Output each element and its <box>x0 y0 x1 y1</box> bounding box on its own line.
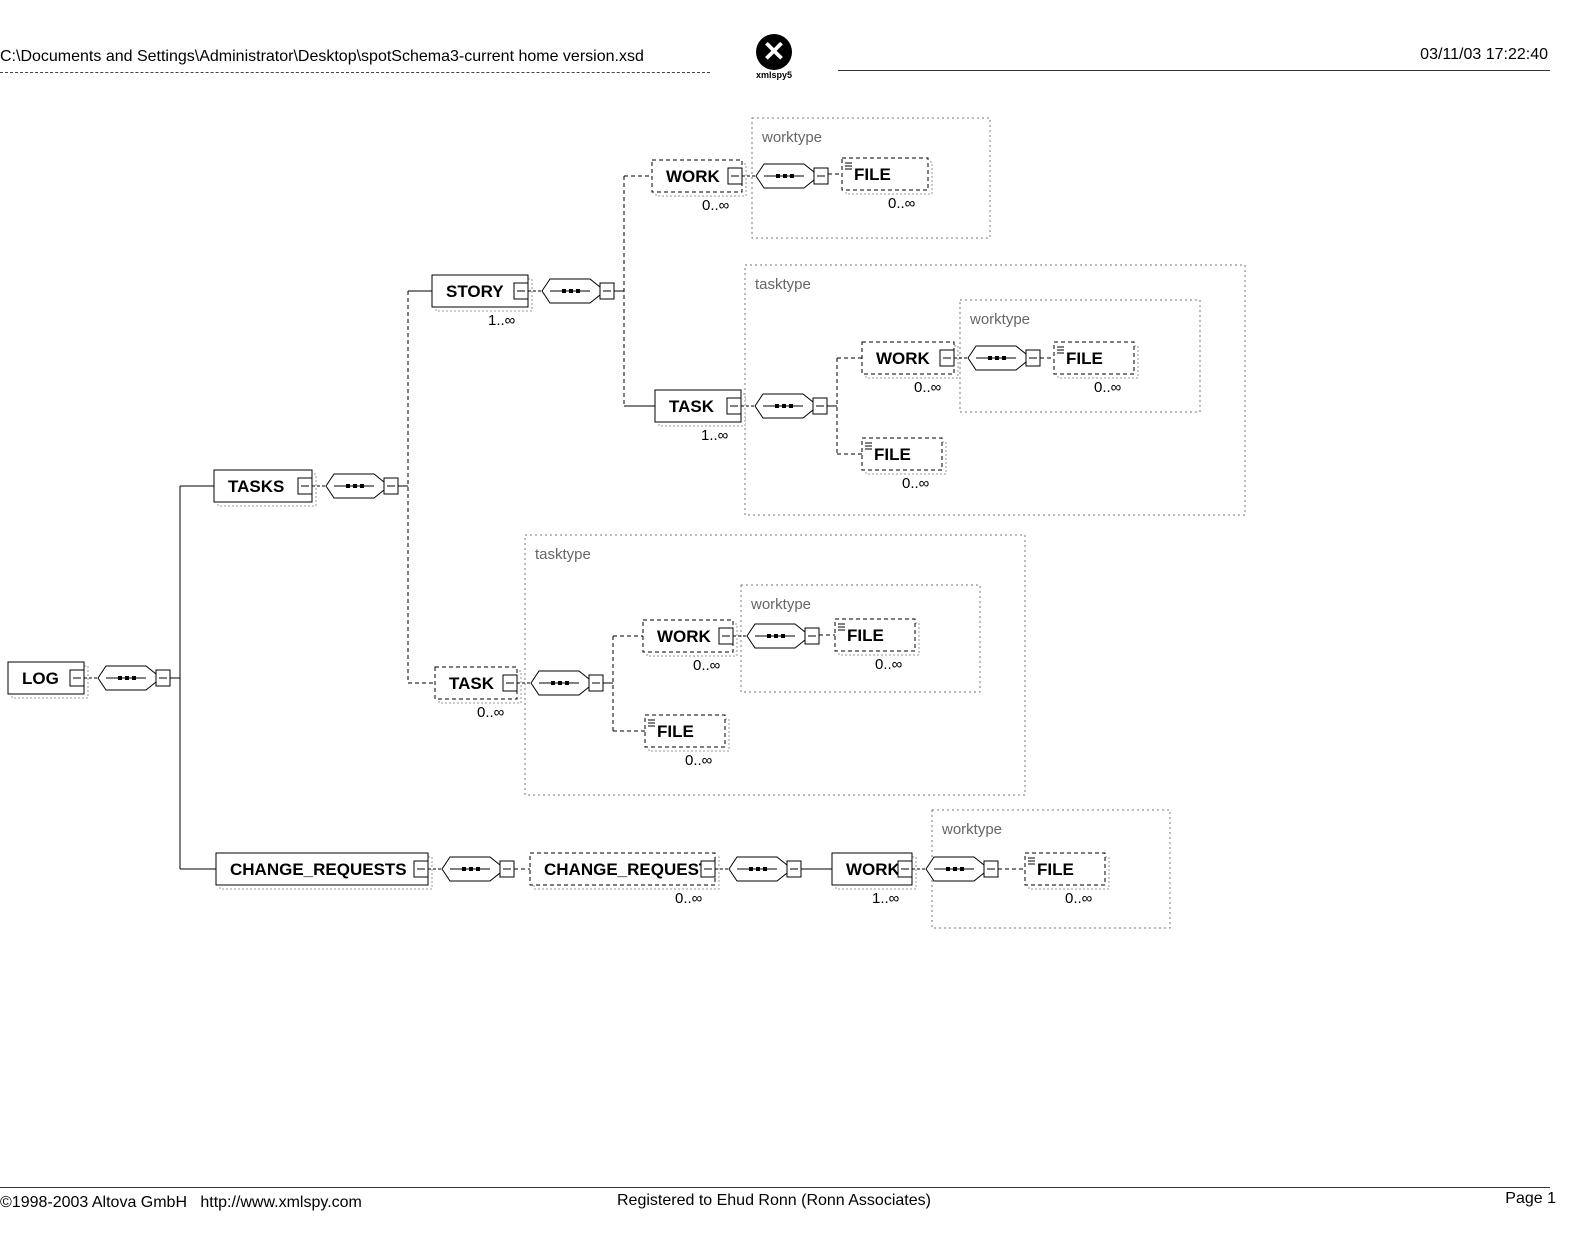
timestamp: 03/11/03 17:22:40 <box>1420 46 1548 63</box>
element-work3[interactable]: WORK 0..∞ <box>642 619 738 674</box>
element-file2[interactable]: FILE 0..∞ <box>1053 341 1139 396</box>
cardinality: 1..∞ <box>701 427 729 444</box>
sequence-compositor[interactable] <box>325 473 399 499</box>
footer-rule <box>0 1187 1550 1188</box>
element-label: STORY <box>446 282 504 301</box>
element-label: FILE <box>1066 349 1103 368</box>
element-file1[interactable]: FILE 0..∞ <box>841 157 933 212</box>
element-label: FILE <box>854 165 891 184</box>
cardinality: 1..∞ <box>872 890 900 907</box>
element-work4[interactable]: WORK 1..∞ <box>831 852 917 907</box>
cardinality: 0..∞ <box>902 475 930 492</box>
cardinality: 1..∞ <box>488 312 516 329</box>
sequence-compositor[interactable] <box>97 665 171 691</box>
type-group-label: worktype <box>941 821 1002 838</box>
footer-page: Page 1 <box>1505 1190 1556 1207</box>
sequence-compositor[interactable] <box>754 393 828 419</box>
element-file6[interactable]: FILE 0..∞ <box>1024 852 1110 907</box>
sequence-compositor[interactable] <box>755 163 829 189</box>
element-label: FILE <box>1037 860 1074 879</box>
cardinality: 0..∞ <box>477 704 505 721</box>
header-rule <box>0 72 710 73</box>
type-group-box <box>959 299 1201 413</box>
type-group-box <box>740 584 981 693</box>
type-group-label: tasktype <box>755 276 811 293</box>
type-group-label: worktype <box>750 596 811 613</box>
element-work2[interactable]: WORK 0..∞ <box>861 341 959 396</box>
type-group-box <box>744 264 1246 516</box>
file-path: C:\Documents and Settings\Administrator\… <box>0 48 644 65</box>
sequence-compositor[interactable] <box>530 670 604 696</box>
element-label: WORK <box>666 167 721 186</box>
element-tasks[interactable]: TASKS <box>213 469 317 507</box>
sequence-compositor[interactable] <box>541 278 615 304</box>
header-rule <box>838 70 1550 71</box>
cardinality: 0..∞ <box>1094 379 1122 396</box>
cardinality: 0..∞ <box>702 197 730 214</box>
type-group-box <box>751 117 991 239</box>
sequence-compositor[interactable] <box>746 623 820 649</box>
element-crs[interactable]: CHANGE_REQUESTS <box>215 852 433 890</box>
cardinality: 0..∞ <box>675 890 703 907</box>
cardinality: 0..∞ <box>888 195 916 212</box>
sequence-compositor[interactable] <box>925 856 999 882</box>
cardinality: 0..∞ <box>1065 890 1093 907</box>
element-label: CHANGE_REQUESTS <box>230 860 407 879</box>
element-label: FILE <box>657 722 694 741</box>
element-label: FILE <box>847 626 884 645</box>
footer-registered: Registered to Ehud Ronn (Ronn Associates… <box>617 1192 931 1209</box>
element-task2[interactable]: TASK 0..∞ <box>434 666 522 721</box>
sequence-compositor[interactable] <box>441 856 515 882</box>
type-group-label: worktype <box>761 129 822 146</box>
element-file5[interactable]: FILE 0..∞ <box>644 714 730 769</box>
element-label: FILE <box>874 445 911 464</box>
element-label: WORK <box>876 349 931 368</box>
cardinality: 0..∞ <box>685 752 713 769</box>
type-group-label: worktype <box>969 311 1030 328</box>
element-label: LOG <box>22 669 59 688</box>
cardinality: 0..∞ <box>693 657 721 674</box>
element-label: TASKS <box>228 477 284 496</box>
element-label: CHANGE_REQUEST <box>544 860 710 879</box>
xmlspy-logo: ✕xmlspy5 <box>755 34 793 80</box>
sequence-compositor[interactable] <box>728 856 802 882</box>
sequence-compositor[interactable] <box>967 345 1041 371</box>
element-work1[interactable]: WORK 0..∞ <box>651 159 747 214</box>
element-label: WORK <box>846 860 901 879</box>
element-file4[interactable]: FILE 0..∞ <box>834 618 920 673</box>
cardinality: 0..∞ <box>875 656 903 673</box>
cardinality: 0..∞ <box>914 379 942 396</box>
element-story[interactable]: STORY 1..∞ <box>431 274 533 329</box>
element-cr[interactable]: CHANGE_REQUEST 0..∞ <box>529 852 720 907</box>
type-group-box <box>524 534 1026 796</box>
element-label: TASK <box>669 397 715 416</box>
element-label: TASK <box>449 674 495 693</box>
type-group-box <box>931 809 1171 929</box>
element-task1[interactable]: TASK 1..∞ <box>654 389 746 444</box>
type-group-label: tasktype <box>535 546 591 563</box>
footer-copyright: ©1998-2003 Altova GmbH http://www.xmlspy… <box>0 1194 362 1211</box>
element-log[interactable]: LOG <box>7 661 89 699</box>
element-label: WORK <box>657 627 712 646</box>
element-file3[interactable]: FILE 0..∞ <box>861 437 947 492</box>
